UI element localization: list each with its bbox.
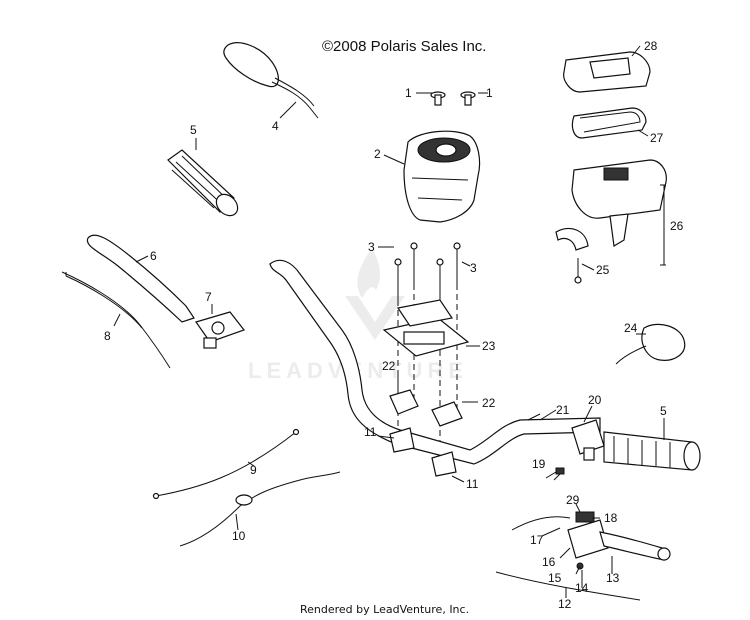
part-26-switch-housing — [571, 159, 667, 247]
part-10-cable — [179, 471, 341, 547]
callout-2: 2 — [374, 147, 381, 161]
part-25-clamp — [555, 227, 589, 284]
callout-3a: 3 — [368, 240, 375, 254]
callout-11a: 11 — [364, 425, 377, 439]
callout-3b: 3 — [470, 261, 477, 275]
callout-labels: 1 1 2 3 3 4 5 5 6 7 8 9 10 11 11 12 13 1… — [104, 39, 684, 611]
callout-22b: 22 — [482, 396, 496, 410]
callout-16: 16 — [542, 555, 556, 569]
part-27-gasket — [571, 107, 647, 139]
callout-23: 23 — [482, 339, 496, 353]
handlebar — [269, 259, 601, 465]
part-22-upper-clamps — [389, 389, 463, 427]
rendered-by-text: Rendered by LeadVenture, Inc. — [300, 603, 470, 616]
callout-17: 17 — [530, 533, 544, 547]
part-5-grip-left — [167, 149, 239, 217]
part-9-cable — [152, 428, 300, 500]
callout-29: 29 — [566, 493, 580, 507]
callout-21: 21 — [556, 403, 570, 417]
callout-13: 13 — [606, 571, 620, 585]
callout-12: 12 — [558, 597, 572, 611]
callout-5-right: 5 — [660, 404, 667, 418]
callout-19: 19 — [532, 457, 546, 471]
part-6-lever-left — [86, 234, 195, 323]
part-8-cable — [61, 271, 171, 369]
callout-26: 26 — [670, 219, 684, 233]
leader-lines — [65, 45, 666, 601]
part-4-mirror-left — [223, 42, 319, 119]
part-1-screws — [430, 91, 476, 106]
part-20-throttle-housing — [571, 419, 605, 461]
callout-1b: 1 — [486, 86, 493, 100]
callout-27: 27 — [650, 131, 664, 145]
part-19-bolt — [553, 467, 565, 481]
callout-10: 10 — [232, 529, 246, 543]
watermark-logo-flame — [357, 248, 380, 298]
callout-22a: 22 — [382, 359, 396, 373]
callout-11b: 11 — [466, 477, 479, 491]
copyright-text: ©2008 Polaris Sales Inc. — [322, 38, 487, 55]
part-5-grip-right — [603, 431, 701, 471]
callout-24: 24 — [624, 321, 638, 335]
callout-6: 6 — [150, 249, 157, 263]
callout-28: 28 — [644, 39, 658, 53]
callout-20: 20 — [588, 393, 602, 407]
part-28-cover — [563, 51, 651, 93]
callout-7: 7 — [205, 290, 212, 304]
part-24-mirror-right — [615, 323, 686, 365]
callout-14: 14 — [575, 581, 589, 595]
callout-9: 9 — [250, 463, 257, 477]
callout-18: 18 — [604, 511, 618, 525]
callout-8: 8 — [104, 329, 111, 343]
part-2-headlight-pod — [403, 130, 481, 223]
callout-1a: 1 — [405, 86, 412, 100]
part-3-bolts — [394, 242, 461, 300]
callout-4: 4 — [272, 119, 279, 133]
part-7-bracket — [195, 311, 245, 349]
callout-5-left: 5 — [190, 123, 197, 137]
part-12-lever-assembly — [511, 511, 671, 570]
alignment-lines — [397, 284, 458, 460]
part-23-clamp-bracket — [382, 299, 470, 357]
part-11-lower-clamps — [389, 427, 457, 477]
watermark-logo-v — [345, 296, 405, 340]
callout-15: 15 — [548, 571, 562, 585]
callout-25: 25 — [596, 263, 610, 277]
